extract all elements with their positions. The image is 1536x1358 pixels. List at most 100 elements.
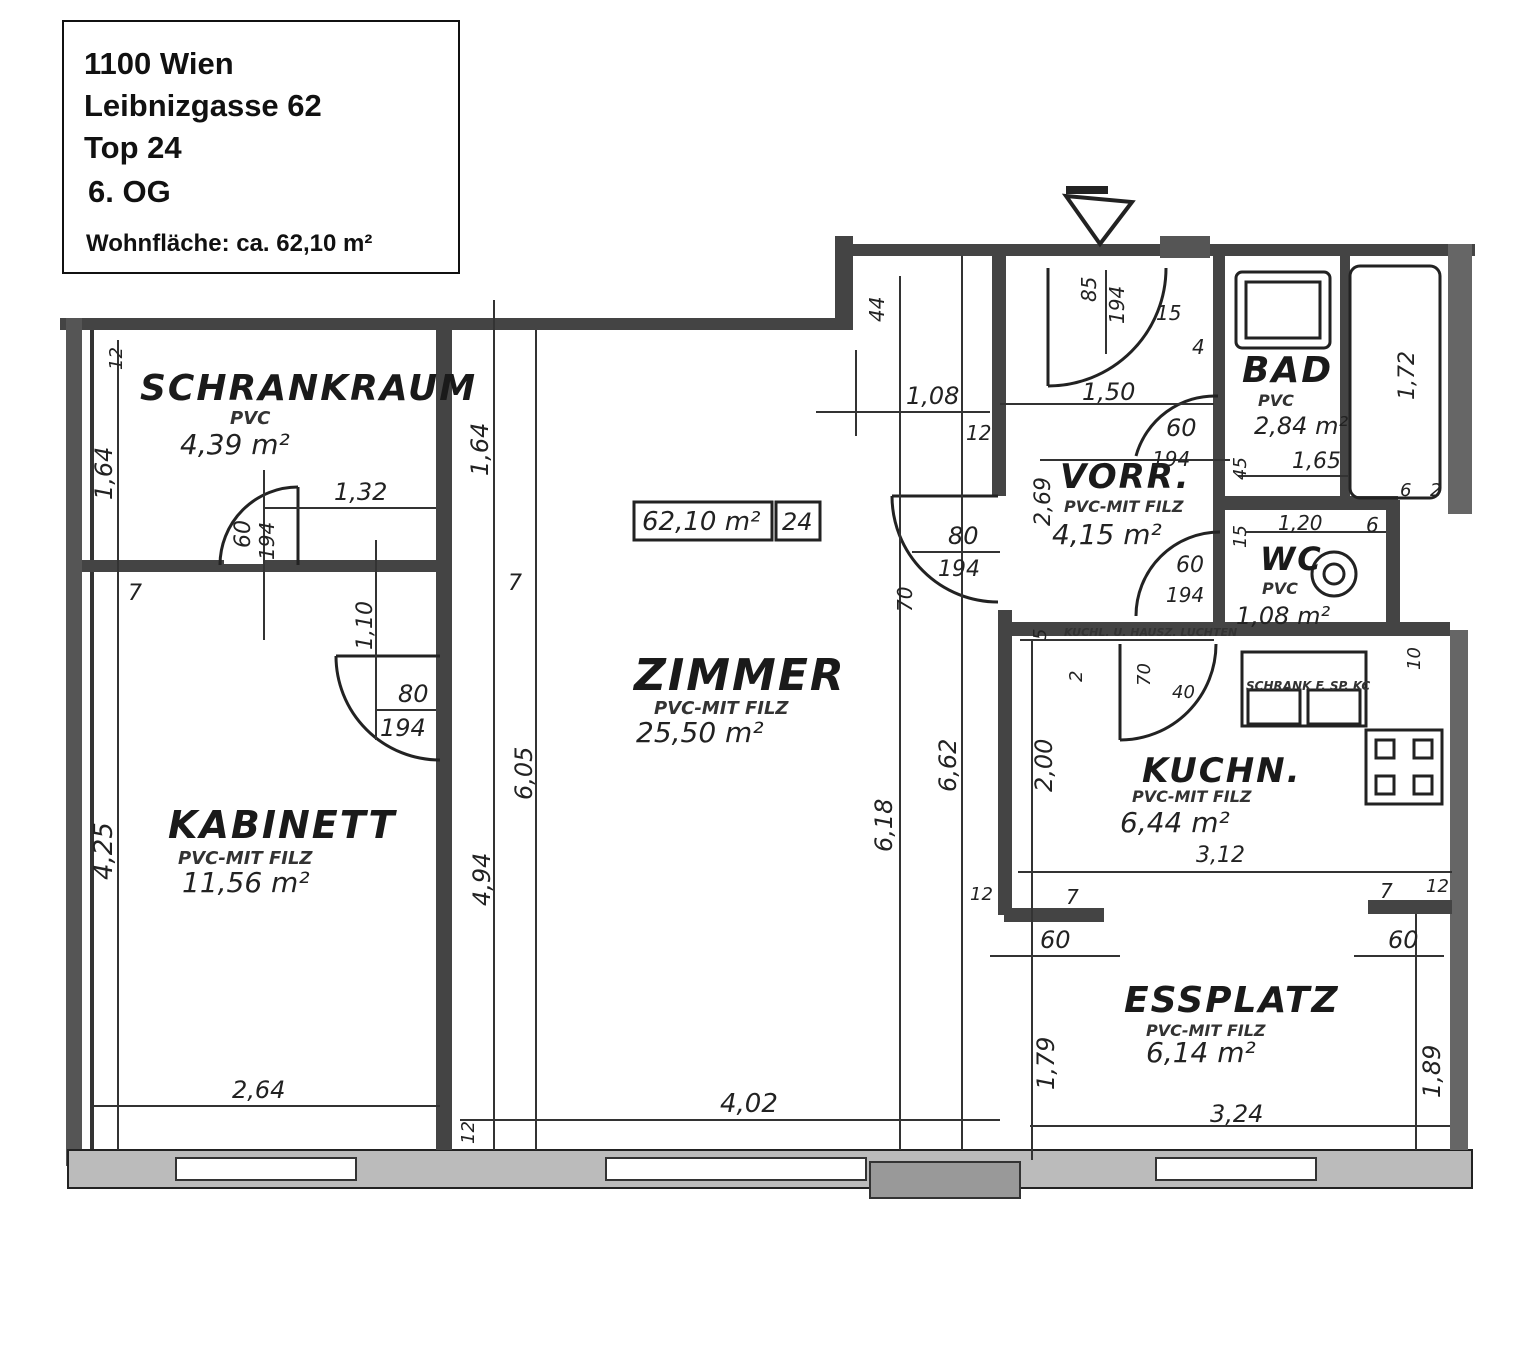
dim-label: 40 bbox=[1172, 682, 1195, 703]
dim-label: 44 bbox=[865, 297, 889, 322]
dim-label: 80 bbox=[398, 680, 429, 708]
dim-label: 4,02 bbox=[720, 1089, 778, 1119]
dimension-labels: 12 1,64 1,32 1,64 60 194 7 7 1,10 80 194… bbox=[89, 277, 1449, 1144]
dim-label: 60 bbox=[1388, 926, 1419, 954]
room-essplatz-name: ESSPLATZ bbox=[1124, 980, 1340, 1021]
dim-label: 2 bbox=[1430, 480, 1441, 501]
total-area-tag: 62,10 m² bbox=[642, 507, 760, 537]
dim-label: 7 bbox=[128, 581, 142, 606]
dim-label: 1,32 bbox=[334, 478, 387, 506]
dimension-lines bbox=[92, 256, 1452, 1160]
dim-label: 1,64 bbox=[466, 423, 494, 476]
outer-walls bbox=[60, 236, 1475, 1199]
room-bad-name: BAD bbox=[1242, 350, 1333, 391]
dim-label: 2 bbox=[1066, 671, 1087, 682]
dim-label: 3,12 bbox=[1196, 843, 1245, 868]
room-schrankraum-name: SCHRANKRAUM bbox=[140, 368, 477, 409]
dim-label: 70 bbox=[1134, 663, 1155, 686]
dim-label: 2,69 bbox=[1031, 477, 1056, 526]
address-info-box: 1100 Wien Leibnizgasse 62 Top 24 6. OG W… bbox=[62, 20, 460, 274]
bath-fixtures bbox=[1234, 264, 1442, 598]
dim-label: 1,50 bbox=[1082, 378, 1135, 406]
dim-label: 60 bbox=[1166, 414, 1197, 442]
dim-label: 6,18 bbox=[870, 799, 898, 852]
dim-label: 12 bbox=[458, 1121, 479, 1144]
room-vorr-area: 4,15 m² bbox=[1052, 518, 1162, 551]
dim-label: 6 bbox=[1366, 513, 1379, 537]
dim-label: 194 bbox=[255, 522, 279, 560]
dim-label: 6,05 bbox=[510, 747, 538, 800]
dim-label: 1,89 bbox=[1418, 1045, 1446, 1098]
dim-label: 60 bbox=[1176, 553, 1204, 578]
dim-label: 80 bbox=[948, 522, 979, 550]
dim-label: 7 bbox=[508, 571, 522, 596]
room-schrankraum-area: 4,39 m² bbox=[180, 428, 290, 461]
dim-label: 1,20 bbox=[1278, 511, 1323, 535]
dim-label: 60 bbox=[1040, 926, 1071, 954]
dim-label: 2,64 bbox=[232, 1076, 285, 1104]
room-schrankraum-floor: PVC bbox=[230, 408, 271, 429]
dim-label: 7 bbox=[1380, 879, 1393, 903]
room-kuechn-area: 6,44 m² bbox=[1120, 806, 1230, 839]
interior-walls bbox=[82, 256, 1452, 1150]
street-label: Leibnizgasse 62 bbox=[84, 88, 322, 123]
dim-label: 10 bbox=[1404, 647, 1425, 670]
dim-label: 194 bbox=[1166, 583, 1204, 607]
room-essplatz-floor: PVC-MIT FILZ bbox=[1146, 1021, 1266, 1040]
dim-label: 1,65 bbox=[1292, 449, 1341, 474]
dim-label: 1,64 bbox=[90, 447, 118, 500]
room-zimmer-floor: PVC-MIT FILZ bbox=[654, 698, 789, 719]
dim-label: 85 bbox=[1077, 277, 1101, 302]
door-swings bbox=[218, 186, 1221, 762]
plan-area-tag: 62,10 m² 24 bbox=[632, 500, 822, 542]
room-labels: SCHRANKRAUM PVC 4,39 m² KABINETT PVC-MIT… bbox=[140, 350, 1348, 1069]
dim-label: 70 bbox=[893, 587, 917, 612]
living-area-label: Wohnfläche: ca. 62,10 m² bbox=[86, 230, 373, 257]
room-bad-area: 2,84 m² bbox=[1254, 412, 1348, 440]
city-label: 1100 Wien bbox=[84, 46, 234, 81]
dim-label: 1,10 bbox=[353, 601, 378, 650]
dim-label: 7 bbox=[1066, 885, 1079, 909]
dim-label: 2,00 bbox=[1030, 739, 1058, 792]
room-kuechn-name: KUCHN. bbox=[1142, 751, 1302, 791]
room-kabinett-floor: PVC-MIT FILZ bbox=[178, 848, 313, 869]
room-vorr-floor: PVC-MIT FILZ bbox=[1064, 497, 1184, 516]
room-zimmer-name: ZIMMER bbox=[632, 650, 846, 701]
dim-label: 15 bbox=[1156, 301, 1181, 325]
dim-label: 1,79 bbox=[1032, 1037, 1060, 1090]
counter-label: KUCHL. U. HAUSZ. LUCHTEN bbox=[1064, 626, 1237, 639]
dim-label: 15 bbox=[1230, 525, 1251, 548]
room-wc-area: 1,08 m² bbox=[1236, 602, 1330, 630]
dim-label: 12 bbox=[1426, 876, 1449, 897]
room-vorr-name: VORR. bbox=[1060, 457, 1191, 497]
room-kabinett-area: 11,56 m² bbox=[182, 866, 310, 899]
dim-label: 4,25 bbox=[89, 822, 119, 880]
dim-label: 194 bbox=[938, 557, 980, 582]
room-kabinett-name: KABINETT bbox=[168, 803, 398, 847]
unit-number-tag: 24 bbox=[782, 508, 813, 536]
kitchen-fixtures bbox=[1240, 650, 1444, 806]
dim-label: 194 bbox=[380, 714, 426, 742]
dim-label: 60 bbox=[231, 520, 256, 548]
floor-label: 6. OG bbox=[88, 174, 171, 209]
dim-label: 45 bbox=[1230, 457, 1251, 480]
dim-label: 12 bbox=[966, 421, 991, 445]
room-essplatz-area: 6,14 m² bbox=[1146, 1036, 1256, 1069]
room-wc-floor: PVC bbox=[1262, 579, 1298, 598]
dim-label: 5 bbox=[1030, 629, 1051, 640]
dim-label: 12 bbox=[106, 347, 127, 370]
dim-label: 1,08 bbox=[906, 382, 959, 410]
dim-label: 1,72 bbox=[1395, 351, 1420, 400]
kitchen-unit-label: SCHRANK F. SP. KC bbox=[1246, 679, 1370, 693]
unit-label: Top 24 bbox=[84, 130, 182, 165]
dim-label: 6 bbox=[1400, 480, 1411, 501]
dim-label: 194 bbox=[1152, 447, 1190, 471]
dim-label: 4 bbox=[1192, 335, 1205, 359]
room-zimmer-area: 25,50 m² bbox=[636, 716, 764, 749]
dim-label: 4,94 bbox=[468, 853, 496, 906]
dim-label: 3,24 bbox=[1210, 1100, 1263, 1128]
room-kuechn-floor: PVC-MIT FILZ bbox=[1132, 787, 1252, 806]
dim-label: 6,62 bbox=[934, 739, 962, 792]
room-bad-floor: PVC bbox=[1258, 391, 1294, 410]
